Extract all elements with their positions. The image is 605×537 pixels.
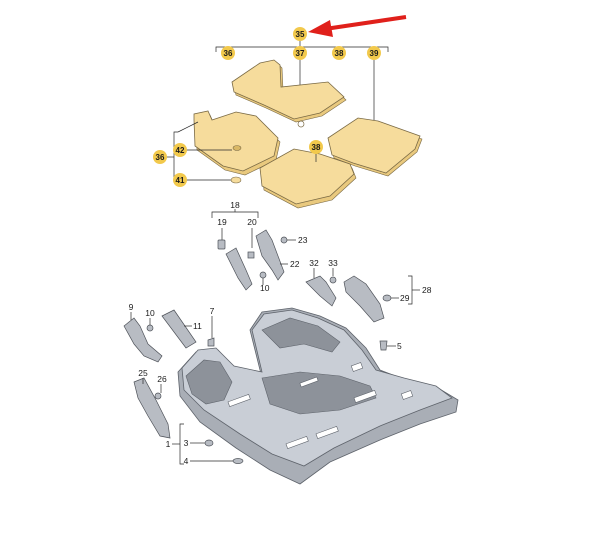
callout-5[interactable]: 5	[397, 341, 402, 351]
pointer-arrow	[308, 15, 407, 37]
svg-text:36: 36	[224, 49, 233, 58]
callout-19[interactable]: 19	[217, 217, 227, 227]
callout-26[interactable]: 26	[157, 374, 167, 384]
callout-38-mid[interactable]: 38	[309, 140, 323, 154]
callout-33[interactable]: 33	[328, 258, 338, 268]
callout-37[interactable]: 37	[293, 46, 307, 60]
svg-text:41: 41	[176, 176, 185, 185]
svg-text:39: 39	[370, 49, 379, 58]
callout-11[interactable]: 11	[193, 321, 202, 331]
right-parts-group	[305, 268, 420, 351]
callout-3[interactable]: 3	[184, 438, 189, 448]
center-parts-group	[211, 209, 296, 291]
callout-9[interactable]: 9	[129, 302, 134, 312]
callout-20[interactable]: 20	[247, 217, 257, 227]
front-right-mat	[193, 110, 281, 176]
svg-text:36: 36	[156, 153, 165, 162]
callout-36-top[interactable]: 36	[221, 46, 235, 60]
floor-carpet	[177, 307, 459, 485]
svg-text:35: 35	[296, 30, 305, 39]
callout-23[interactable]: 23	[298, 235, 308, 245]
callout-10-left[interactable]: 10	[145, 308, 155, 318]
callout-29[interactable]: 29	[400, 293, 410, 303]
callout-22[interactable]: 22	[290, 259, 300, 269]
left-parts-group	[123, 309, 244, 465]
callout-32[interactable]: 32	[309, 258, 319, 268]
rear-right-mat	[327, 117, 423, 177]
rear-left-mat	[259, 148, 357, 209]
front-left-mat	[231, 59, 347, 128]
callout-25[interactable]: 25	[138, 368, 148, 378]
callout-28[interactable]: 28	[422, 285, 432, 295]
callout-41[interactable]: 41	[173, 173, 187, 187]
floor-mats-group	[166, 40, 423, 209]
callout-4[interactable]: 4	[184, 456, 189, 466]
callout-1[interactable]: 1	[166, 439, 171, 449]
svg-text:37: 37	[296, 49, 305, 58]
callout-36-side[interactable]: 36	[153, 150, 167, 164]
svg-text:42: 42	[176, 146, 185, 155]
callout-38-top[interactable]: 38	[332, 46, 346, 60]
callout-35[interactable]: 35	[293, 27, 307, 41]
callout-18[interactable]: 18	[230, 200, 240, 210]
svg-text:38: 38	[335, 49, 344, 58]
callout-7[interactable]: 7	[210, 306, 215, 316]
callout-10-center[interactable]: 10	[260, 283, 270, 293]
callout-39[interactable]: 39	[367, 46, 381, 60]
svg-text:38: 38	[312, 143, 321, 152]
callout-42[interactable]: 42	[173, 143, 187, 157]
